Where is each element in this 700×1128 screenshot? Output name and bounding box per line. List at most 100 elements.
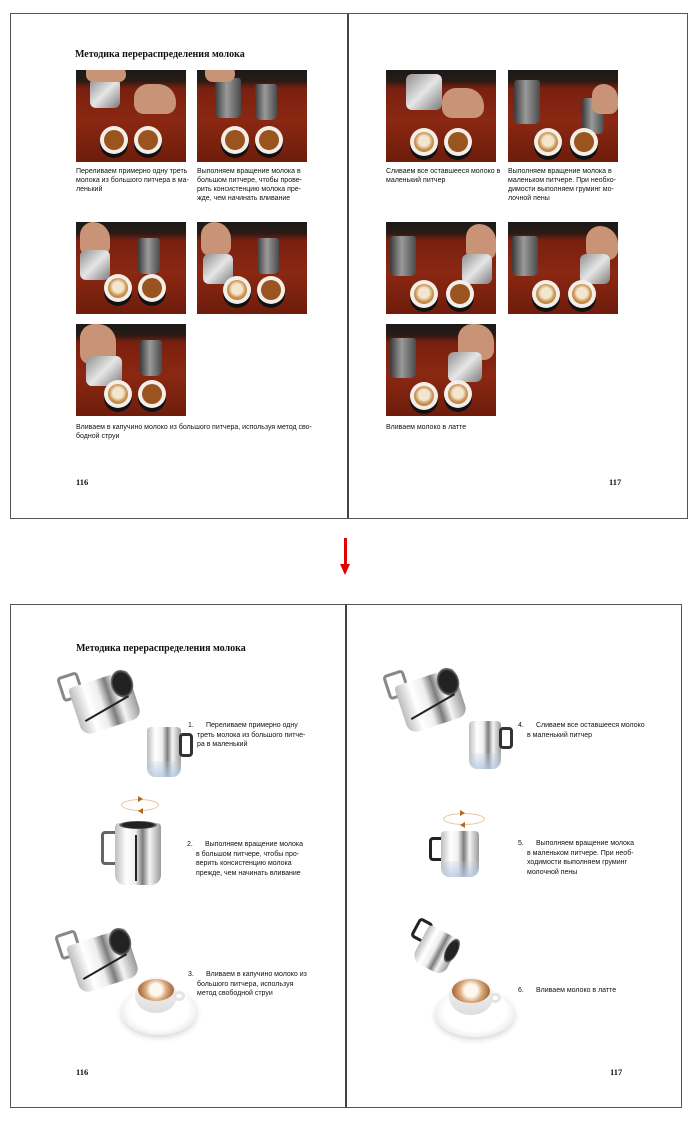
cup-shape: [104, 380, 132, 408]
swirl-arrows-icon: [443, 810, 485, 828]
step-line: 2.Выполняем вращение молока: [187, 841, 304, 848]
cup-shape: [221, 126, 249, 154]
pitcher-base: [441, 861, 479, 877]
swirl-arrow-tip: [138, 796, 143, 802]
caption: Вливаем в капучино молоко из большого пи…: [76, 424, 312, 440]
step-caption-6: 6.Вливаем молоко в латте: [518, 986, 617, 996]
large-pitcher-illustration: [52, 654, 150, 745]
cup-shape: [568, 280, 596, 308]
cup-handle: [489, 993, 501, 1003]
photo-pouring-cappuccino-3: [76, 324, 186, 416]
page-divider: [345, 605, 347, 1107]
pitcher-base: [469, 753, 501, 769]
hand-shape: [592, 84, 618, 114]
cup-shape: [444, 380, 472, 408]
pitcher-shape: [257, 238, 279, 274]
pitcher-shape: [448, 352, 482, 382]
pitcher-handle: [179, 733, 193, 757]
step-line: ра в маленький: [197, 741, 248, 748]
photo-pouring-latte-2: [508, 222, 618, 314]
swirl-arrows-icon: [121, 796, 159, 814]
hand-shape: [86, 70, 126, 82]
hand-shape: [442, 88, 484, 118]
step-caption-1: 1.Переливаем примерно одну треть молока …: [188, 721, 306, 750]
step-line: в маленьком питчере. При необ-: [527, 849, 634, 857]
photo-swirl-large: [197, 70, 307, 162]
small-pitcher-illustration: [398, 913, 469, 982]
caption: Выполняем вращение молока в большом питч…: [197, 168, 302, 202]
page-116-before: Методика перераспределения молока Перели…: [11, 14, 347, 518]
photo-pouring-cappuccino-2: [197, 222, 307, 314]
step-caption-5: 5.Выполняем вращение молока в маленьком …: [518, 839, 634, 877]
latte-cup: [449, 977, 501, 1015]
pitcher-rim: [119, 821, 157, 829]
cup-shape: [100, 126, 128, 154]
small-pitcher-illustration: [463, 717, 519, 773]
step-line: прежде, чем начинать вливание: [196, 869, 301, 877]
small-pitcher-illustration: [429, 829, 489, 879]
pitcher-shape: [580, 254, 610, 284]
caption: Сливаем все оставшееся молоко в маленьки…: [386, 168, 501, 184]
pitcher-shape: [390, 236, 416, 276]
photo-pouring-latte-3: [386, 324, 496, 416]
pitcher-shape: [140, 340, 162, 376]
pitcher-body: [115, 823, 161, 885]
step-line: 4.Сливаем все оставшееся молоко: [518, 722, 645, 729]
cup-shape: [410, 280, 438, 308]
pitcher-shape: [514, 80, 540, 124]
pitcher-shape: [462, 254, 492, 284]
page-117-after: 4.Сливаем все оставшееся молоко в малень…: [347, 605, 681, 1107]
step-line: 6.Вливаем молоко в латте: [518, 987, 617, 994]
caption: Вливаем молоко в латте: [386, 424, 467, 431]
photo-swirl-small: [508, 70, 618, 162]
page-number: 116: [76, 477, 89, 487]
arrow-down-icon: [339, 538, 350, 575]
step-line: в маленький питчер: [527, 731, 593, 739]
pitcher-reflection: [135, 835, 137, 881]
pitcher-shape: [215, 78, 241, 118]
pitcher-shape: [80, 250, 110, 280]
cup-shape: [255, 126, 283, 154]
step-line: в большом питчере, чтобы про-: [196, 850, 300, 858]
pitcher-shape: [138, 238, 160, 274]
cup-shape: [570, 128, 598, 156]
pitcher-shape: [90, 78, 120, 108]
step-line: верить консистенцию молока: [196, 860, 292, 867]
cup-handle: [173, 991, 185, 1001]
cup-shape: [257, 276, 285, 304]
page-117-before: Сливаем все оставшееся молоко в маленьки…: [349, 14, 687, 518]
step-caption-3: 3.Вливаем в капучино молоко из большого …: [188, 970, 307, 999]
latte-art: [452, 979, 490, 1003]
page-number: 116: [76, 1067, 89, 1077]
cup-shape: [104, 274, 132, 302]
pitcher-base: [147, 761, 181, 777]
cup-shape: [446, 280, 474, 308]
page-number: 117: [610, 1067, 623, 1077]
page-number: 117: [609, 477, 622, 487]
pitcher-shape: [406, 74, 442, 110]
step-line: 3.Вливаем в капучино молоко из: [188, 971, 307, 978]
cup-shape: [410, 382, 438, 410]
page-title: Методика перераспределения молока: [75, 49, 245, 60]
step-line: метод свободной струи: [197, 990, 273, 997]
swirl-arrow-tip: [460, 822, 465, 828]
cup-shape: [138, 274, 166, 302]
swirl-arrow-tip: [138, 808, 143, 814]
arrow-head: [339, 564, 350, 575]
large-pitcher-illustration: [101, 821, 171, 887]
step-line: молочной пены: [527, 868, 578, 876]
cup-shape: [138, 380, 166, 408]
latte-art: [138, 979, 174, 1001]
pitcher-handle: [499, 727, 513, 749]
step-caption-2: 2.Выполняем вращение молока в большом пи…: [187, 840, 304, 878]
cup-shape: [134, 126, 162, 154]
hand-shape: [201, 222, 231, 256]
cup-shape: [534, 128, 562, 156]
cup-shape: [223, 276, 251, 304]
photo-pouring-remaining: [386, 70, 496, 162]
large-pitcher-illustration: [50, 912, 148, 1003]
pitcher-shape: [255, 84, 277, 120]
cappuccino-cup: [135, 977, 185, 1013]
step-line: треть молока из большого питче-: [197, 731, 306, 739]
cup-shape: [410, 128, 438, 156]
